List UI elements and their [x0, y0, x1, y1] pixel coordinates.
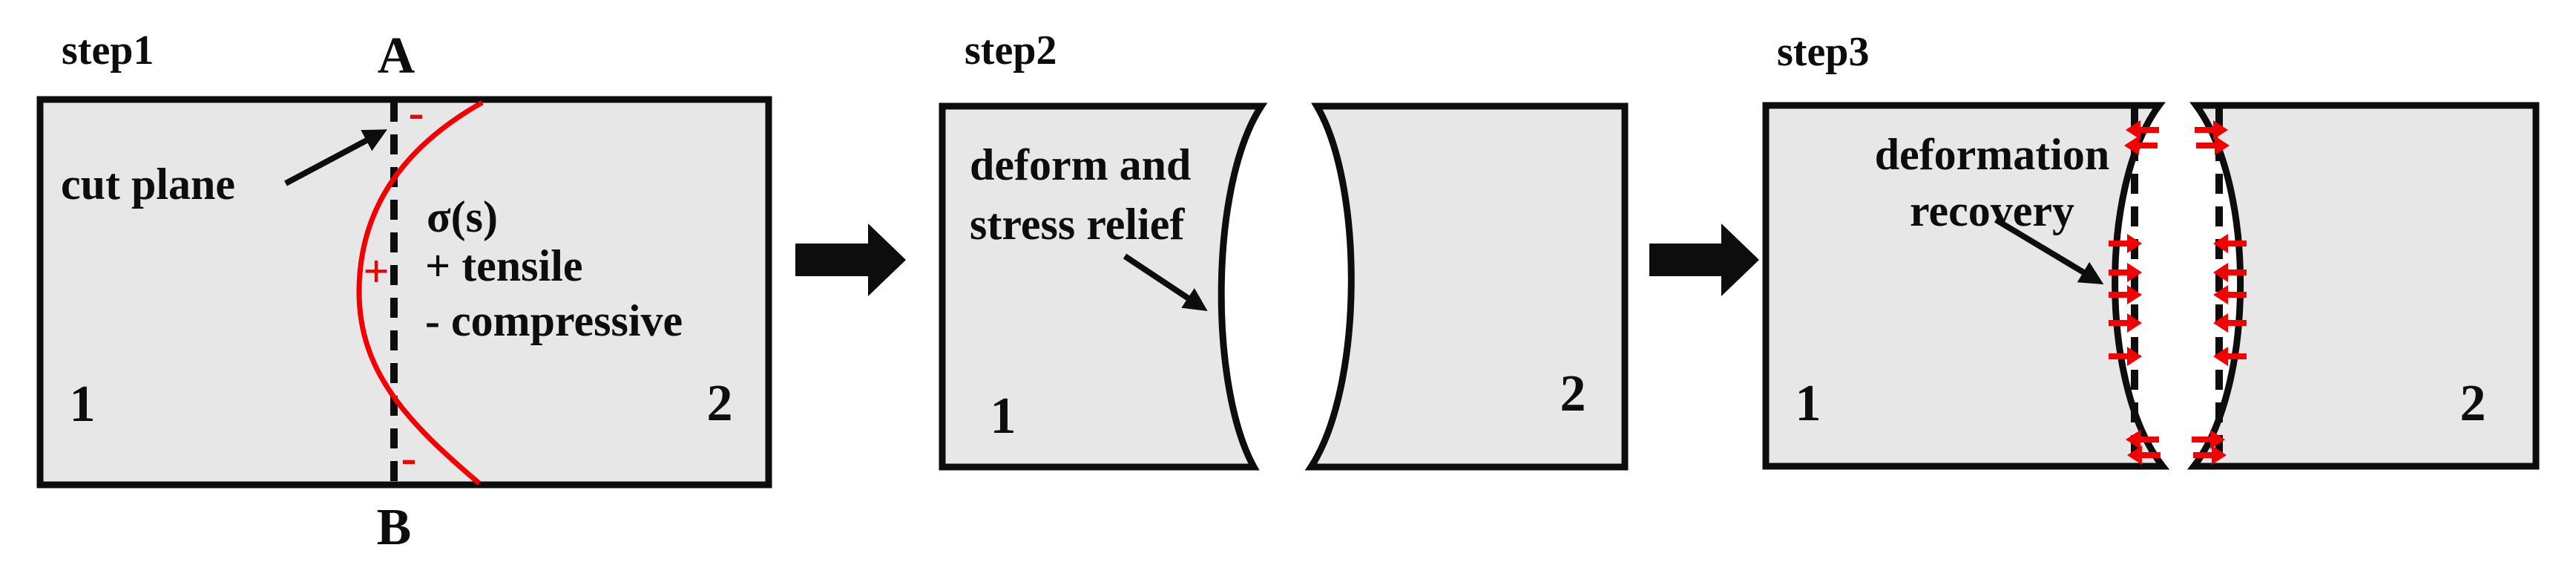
deform-note-line1: deform and	[970, 140, 1191, 189]
deform-note-arrow-icon	[1123, 253, 1208, 312]
stress-profile-curve	[356, 99, 484, 486]
flow-arrow-icon	[795, 223, 906, 296]
step2-panel-group: step2 deform and stress relief 1 2	[939, 27, 1629, 471]
recovery-note-line1: deformation	[1875, 130, 2110, 179]
cut-plane-label: cut plane	[61, 160, 235, 209]
step2-piece2	[1304, 102, 1629, 471]
cut-plane-arrow-icon	[284, 129, 388, 186]
minus-sign-top: -	[409, 88, 424, 138]
step2-region2-label: 2	[1560, 365, 1586, 422]
step3-region2-label: 2	[2460, 375, 2486, 432]
point-a-label: A	[378, 27, 415, 85]
step2-region1-label: 1	[990, 388, 1016, 445]
deform-note-line2: stress relief	[970, 200, 1185, 249]
step3-label: step3	[1777, 29, 1869, 75]
step2-label: step2	[965, 27, 1057, 74]
step1-label: step1	[62, 27, 154, 74]
step1-region1-label: 1	[70, 376, 96, 433]
step1-block	[36, 96, 772, 489]
plus-sign: +	[363, 246, 389, 297]
step3-panel-group: step3 deformation recovery	[1762, 29, 2540, 470]
step3-region1-label: 1	[1795, 375, 1821, 432]
minus-sign-bottom: -	[401, 433, 417, 483]
recovery-note-arrow-icon	[1994, 217, 2104, 284]
step1-panel-group: step1 A B cut plane σ(s) + tensile - com…	[36, 27, 772, 556]
flow-arrow-icon	[1649, 223, 1759, 296]
step2-piece1	[939, 102, 1268, 471]
sigma-function-label: σ(s)	[427, 192, 498, 241]
step1-region2-label: 2	[707, 375, 733, 432]
tensile-legend-label: + tensile	[425, 241, 583, 290]
recovery-note-line2: recovery	[1910, 186, 2074, 235]
compressive-legend-label: - compressive	[425, 296, 683, 345]
point-b-label: B	[377, 499, 412, 556]
